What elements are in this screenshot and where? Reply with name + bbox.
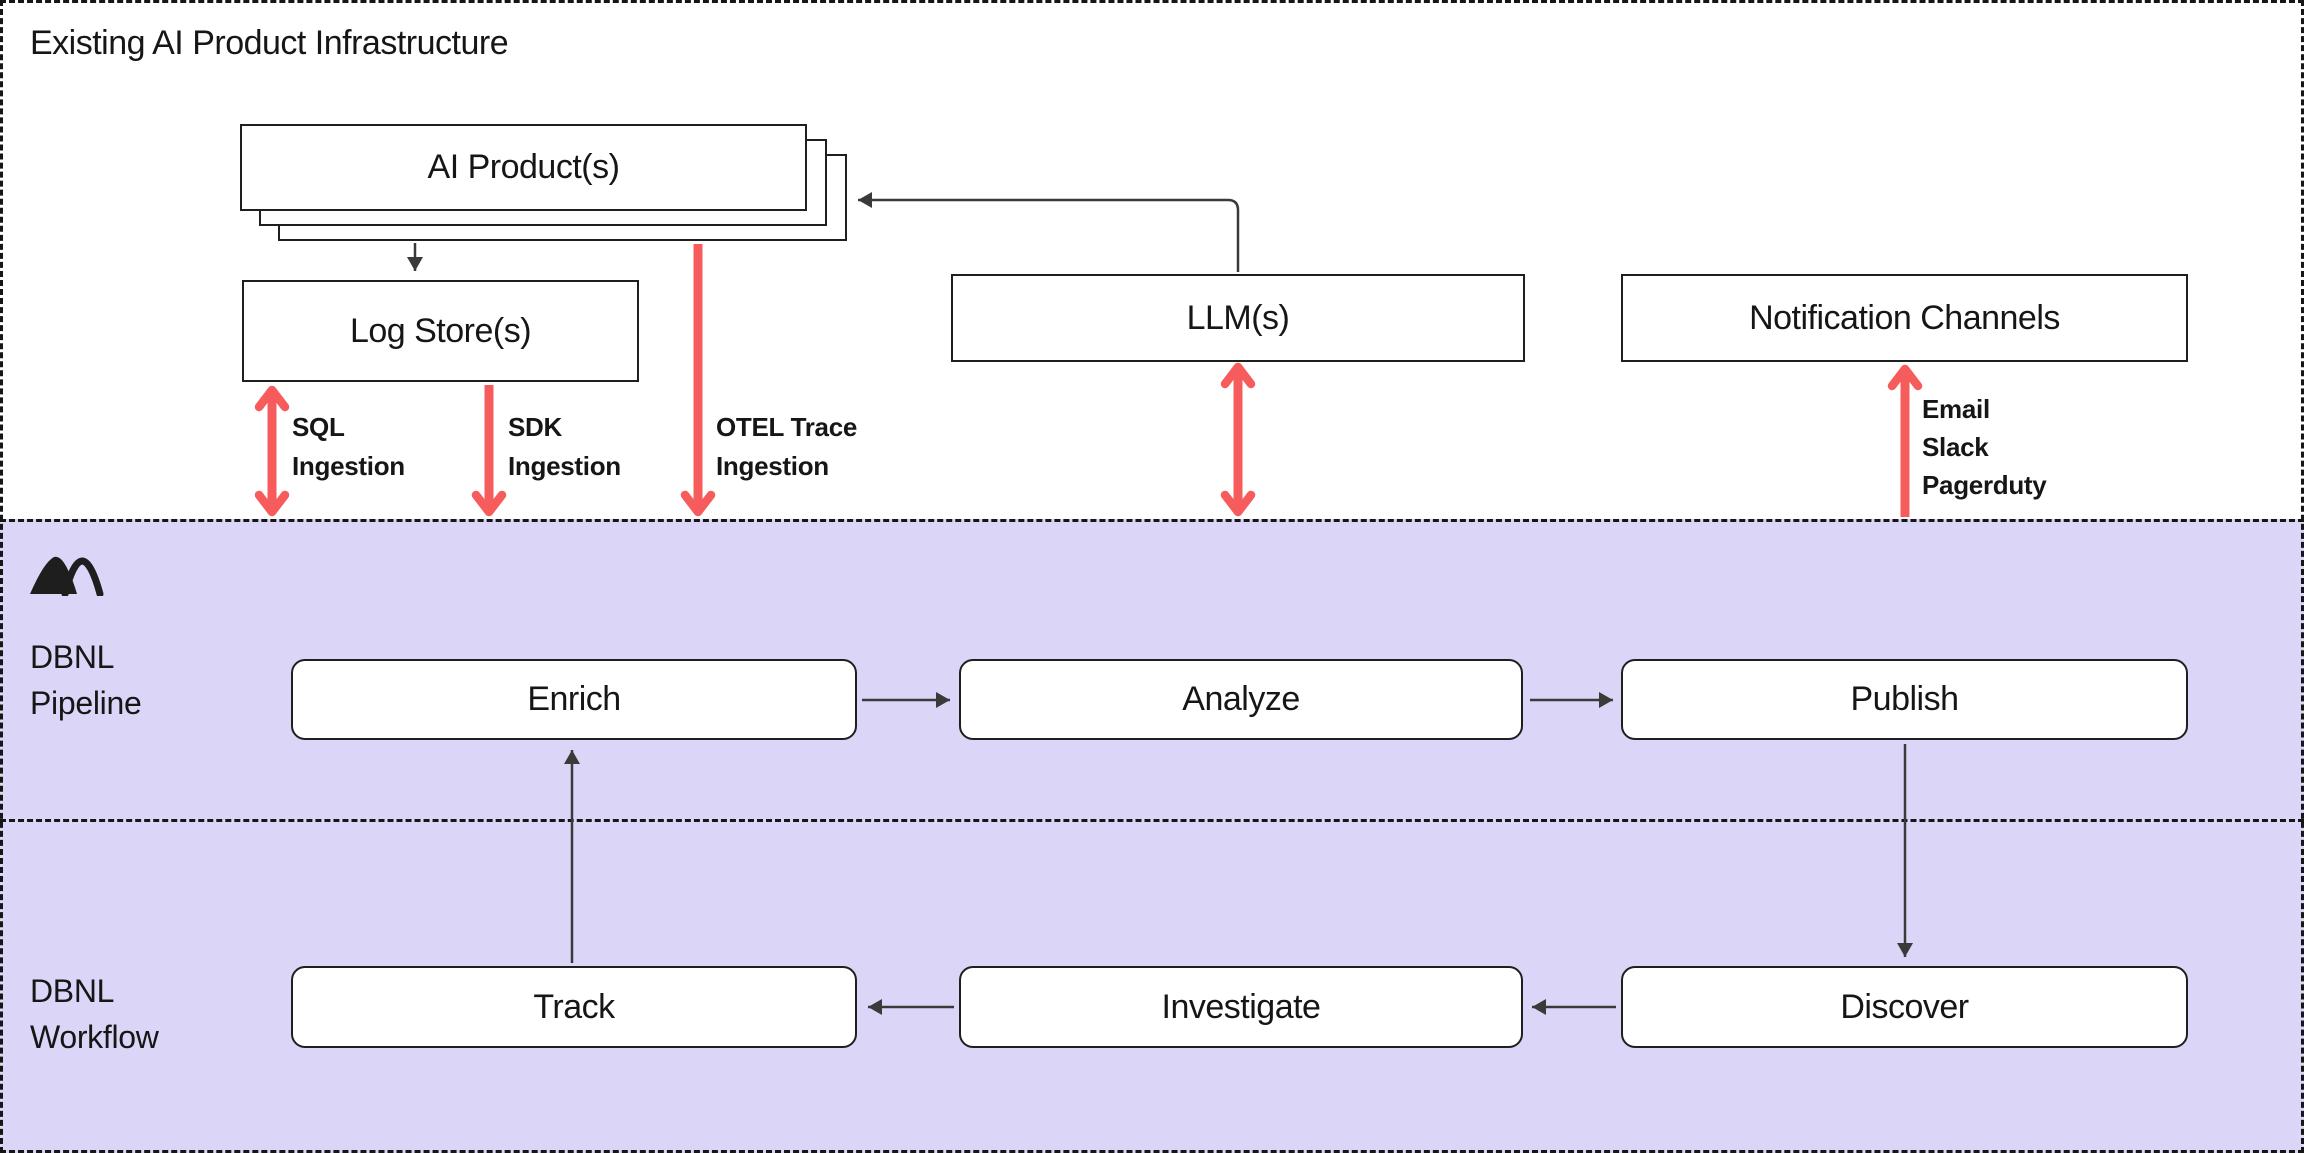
node-llms-label: LLM(s): [1186, 298, 1290, 337]
node-discover: Discover: [1621, 966, 2188, 1048]
node-notification-channels: Notification Channels: [1621, 274, 2188, 362]
mountain-icon: [30, 556, 104, 596]
dbnl-workflow-label: DBNL Workflow: [30, 973, 159, 1055]
node-ai-products-label: AI Product(s): [427, 148, 620, 186]
node-ai-products: AI Product(s): [240, 124, 807, 211]
node-analyze: Analyze: [959, 659, 1523, 740]
node-publish: Publish: [1621, 659, 2188, 740]
dbnl-pipeline-label: DBNL Pipeline: [30, 639, 142, 721]
node-enrich: Enrich: [291, 659, 857, 740]
sdk-ingestion-label: SDK Ingestion: [508, 412, 621, 481]
node-investigate: Investigate: [959, 966, 1523, 1048]
sql-ingestion-label: SQL Ingestion: [292, 412, 405, 481]
node-enrich-label: Enrich: [527, 680, 621, 718]
node-log-stores-label: Log Store(s): [349, 311, 532, 350]
node-track-label: Track: [533, 987, 615, 1026]
node-publish-label: Publish: [1850, 680, 1959, 718]
node-analyze-label: Analyze: [1182, 680, 1300, 718]
notification-channels-list-label: Email Slack Pagerduty: [1922, 394, 2047, 500]
node-investigate-label: Investigate: [1161, 987, 1321, 1026]
node-log-stores: Log Store(s): [242, 280, 639, 382]
section-title: Existing AI Product Infrastructure: [30, 24, 509, 62]
node-track: Track: [291, 966, 857, 1048]
node-discover-label: Discover: [1840, 987, 1969, 1026]
node-llms: LLM(s): [951, 274, 1525, 362]
otel-ingestion-label: OTEL Trace Ingestion: [716, 412, 858, 481]
node-notification-channels-label: Notification Channels: [1749, 298, 2060, 337]
